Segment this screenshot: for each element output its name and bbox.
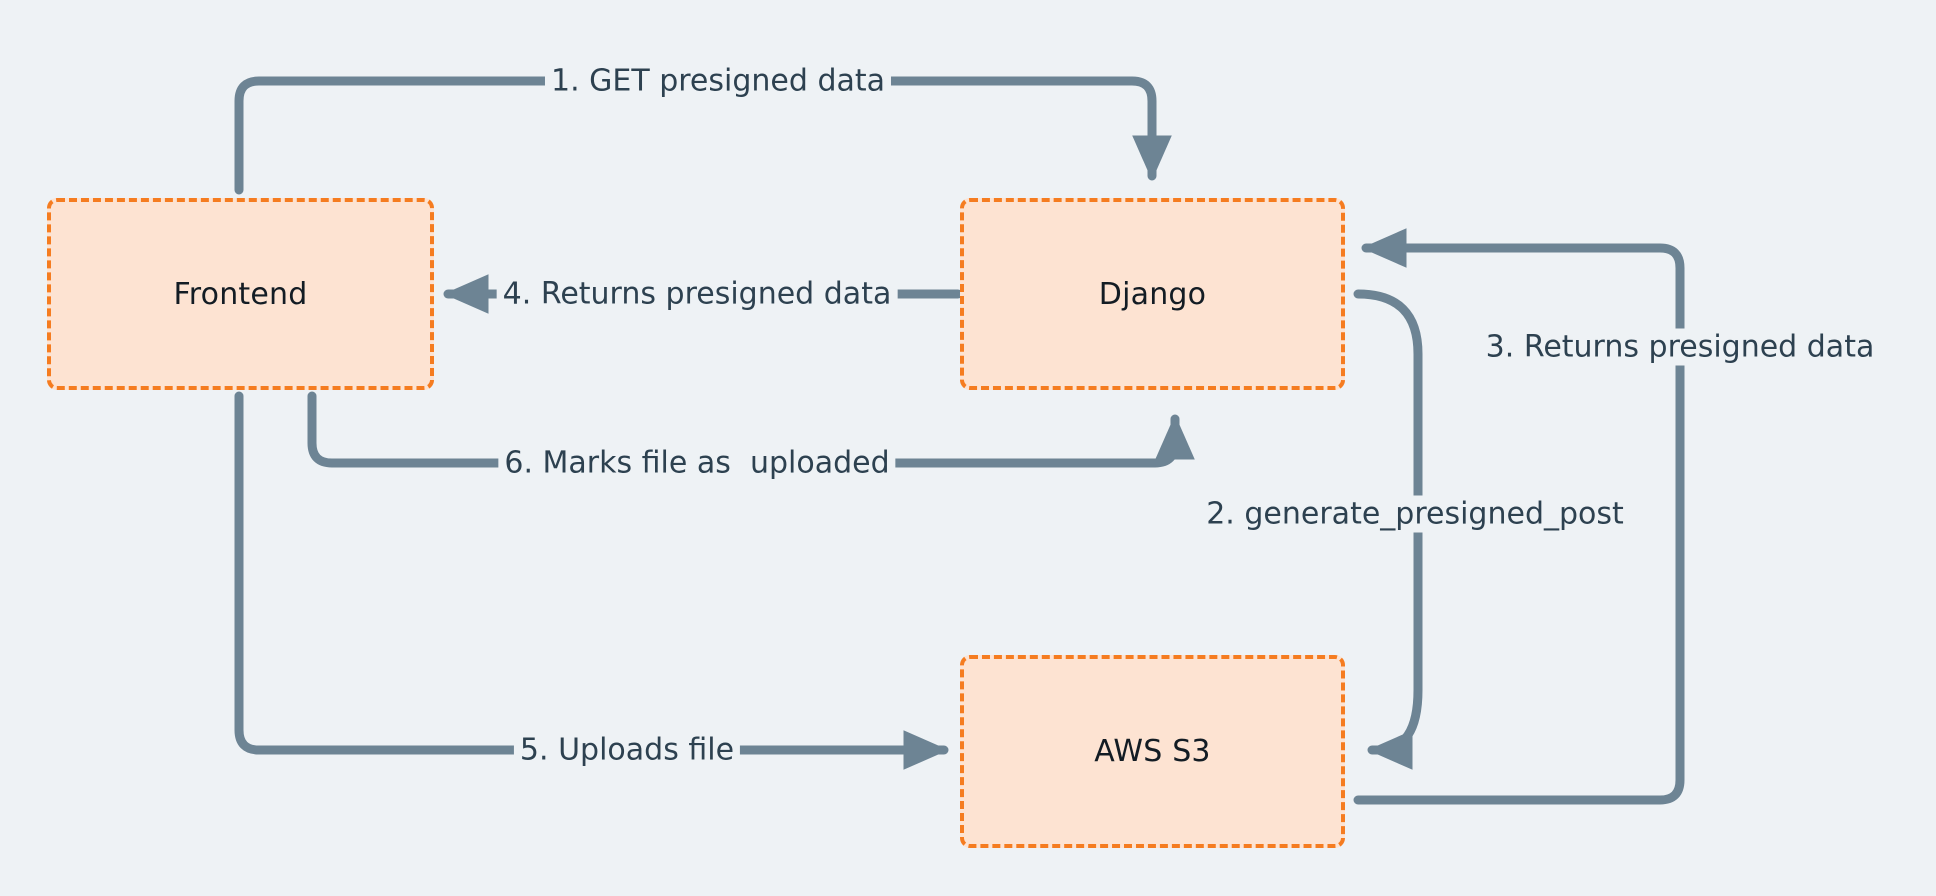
node-aws-s3-label: AWS S3 xyxy=(1094,734,1211,769)
edge-path-3 xyxy=(1353,228,1685,805)
node-frontend-label: Frontend xyxy=(173,276,308,312)
node-aws-s3[interactable]: AWS S3 xyxy=(960,655,1345,848)
edge-label-3: 3. Returns presigned data xyxy=(1479,328,1881,366)
node-django-label: Django xyxy=(1098,276,1207,312)
edge-label-6: 6. Marks file as uploaded xyxy=(498,444,896,482)
edge-label-1: 1. GET presigned data xyxy=(544,62,892,100)
edge-label-2: 2. generate_presigned_post xyxy=(1200,495,1630,533)
node-django[interactable]: Django xyxy=(960,198,1345,390)
edge-label-5: 5. Uploads file xyxy=(513,731,741,769)
edge-path-5 xyxy=(234,391,949,770)
edge-label-4: 4. Returns presigned data xyxy=(496,275,898,313)
node-frontend[interactable]: Frontend xyxy=(47,198,434,390)
